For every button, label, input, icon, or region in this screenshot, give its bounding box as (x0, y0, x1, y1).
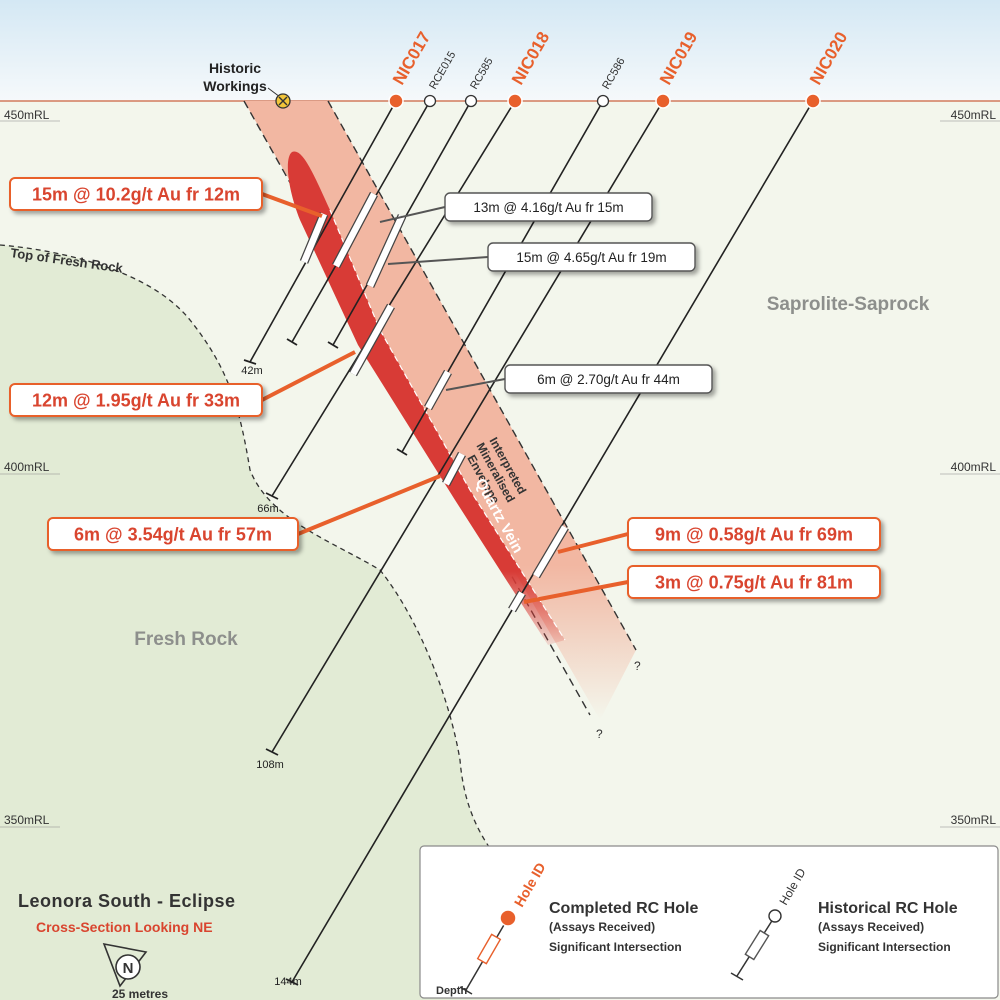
intersection-segment (509, 591, 525, 612)
callout-box (9, 383, 263, 417)
rl-label-450-right: 450mRL (951, 108, 997, 122)
hole-end-tick (265, 748, 279, 756)
rl-label-400-left: 400mRL (4, 460, 50, 474)
hole-collar-icon (464, 94, 478, 108)
hole-collar-icon (655, 93, 671, 109)
hole-depth-label: 42m (241, 365, 262, 377)
hole-end-tick (265, 492, 279, 500)
historic-workings-icon (275, 93, 291, 109)
callout-text: 6m @ 3.54g/t Au fr 57m (74, 524, 272, 544)
hole-depth-label: 108m (256, 759, 284, 771)
intersection-segment (425, 370, 451, 410)
quartz-vein-edge (329, 209, 566, 641)
legend-completed-hole-icon (499, 909, 517, 927)
legend-historical-sig: Significant Intersection (818, 940, 951, 954)
intersection-callout: 9m @ 0.58g/t Au fr 69m (557, 517, 881, 554)
intersection-callout: 15m @ 10.2g/t Au fr 12m (9, 177, 323, 218)
intersection-callout: 6m @ 3.54g/t Au fr 57m (47, 474, 441, 551)
legend-historical-sub: (Assays Received) (818, 920, 924, 934)
hole-end-tick (243, 359, 257, 365)
callout-leader (523, 580, 629, 604)
callout-box (9, 177, 263, 211)
rl-label-400-right: 400mRL (951, 460, 997, 474)
legend-completed-sub: (Assays Received) (549, 920, 655, 934)
callout-box (627, 517, 881, 551)
sky (0, 0, 1000, 101)
callout-text: 15m @ 4.65g/t Au fr 19m (516, 250, 666, 265)
callout-box (444, 192, 653, 222)
callout-leader (557, 532, 629, 554)
callout-text: 3m @ 0.75g/t Au fr 81m (655, 572, 853, 592)
hole-collar-icon (423, 94, 437, 108)
hole-end-tick (285, 978, 299, 986)
callout-leader (445, 378, 506, 391)
intersection-callout: 15m @ 4.65g/t Au fr 19m (387, 242, 696, 272)
callout-box (47, 517, 299, 551)
legend-historical-hole-icon (768, 909, 782, 923)
intersection-callout: 12m @ 1.95g/t Au fr 33m (9, 350, 356, 417)
legend-historical-intersection (744, 929, 770, 961)
intersection-callout: 6m @ 2.70g/t Au fr 44m (445, 364, 713, 394)
fresh-rock-label: Fresh Rock (134, 629, 238, 650)
section-title: Leonora South - Eclipse (18, 891, 236, 911)
callout-leader (297, 474, 441, 536)
callout-leader (387, 256, 489, 265)
historic-workings-label-2: Workings (203, 78, 267, 94)
legend-historical-title: Historical RC Hole (818, 900, 958, 917)
callout-box (627, 565, 881, 599)
hole-collar-icon (805, 93, 821, 109)
rl-label-350-right: 350mRL (951, 813, 997, 827)
callout-box (504, 364, 713, 394)
legend-box (419, 845, 999, 999)
hole-end-tick (327, 341, 339, 349)
legend-completed-sig: Significant Intersection (549, 940, 682, 954)
hole-depth-label: 66m (257, 503, 278, 515)
intersection-callout: 3m @ 0.75g/t Au fr 81m (523, 565, 881, 604)
intersection-segment (367, 214, 405, 288)
hole-end-tick (286, 338, 298, 346)
envelope-boundary-right (327, 100, 637, 651)
callout-leader (261, 350, 356, 402)
callout-leader (379, 206, 446, 223)
legend: Hole ID Completed RC Hole (Assays Receiv… (419, 845, 999, 999)
intersection-segment (443, 452, 465, 486)
envelope-question-mark-left: ? (596, 727, 603, 741)
rl-guides (0, 120, 1000, 828)
hole-collar-icon (388, 93, 404, 109)
saprolite-label: Saprolite-Saprock (767, 294, 930, 315)
callout-text: 6m @ 2.70g/t Au fr 44m (537, 372, 680, 387)
callout-text: 13m @ 4.16g/t Au fr 15m (473, 200, 623, 215)
fresh-rock-zone (0, 245, 560, 1000)
intersection-segment (533, 525, 568, 578)
quartz-vein (287, 151, 565, 645)
north-label: N (123, 960, 134, 977)
historic-workings-label-1: Historic (209, 60, 261, 76)
hole-trace (249, 100, 397, 363)
intersection-labels: 15m @ 10.2g/t Au fr 12m 13m @ 4.16g/t Au … (9, 177, 881, 604)
legend-completed-intersection (476, 933, 502, 965)
scale-label: 25 metres (112, 987, 168, 1000)
callout-text: 9m @ 0.58g/t Au fr 69m (655, 524, 853, 544)
intersection-segment (350, 304, 394, 376)
intersection-segment (333, 192, 377, 268)
rl-label-450-left: 450mRL (4, 108, 50, 122)
hole-collar-icon (507, 93, 523, 109)
envelope-question-mark-right: ? (634, 659, 641, 673)
rl-label-350-left: 350mRL (4, 813, 50, 827)
hole-end-tick (396, 448, 408, 456)
hole-depth-label: 144m (274, 976, 302, 988)
north-arrow-icon (102, 942, 148, 988)
legend-completed-title: Completed RC Hole (549, 900, 698, 917)
hole-trace (271, 100, 516, 497)
hole-collar-icon (596, 94, 610, 108)
callout-text: 15m @ 10.2g/t Au fr 12m (32, 184, 240, 204)
intersection-segment (301, 212, 327, 264)
callout-text: 12m @ 1.95g/t Au fr 33m (32, 390, 240, 410)
intersection-callout: 13m @ 4.16g/t Au fr 15m (379, 192, 653, 223)
section-subtitle: Cross-Section Looking NE (36, 919, 213, 935)
callout-box (487, 242, 696, 272)
legend-depth: Depth (436, 985, 467, 997)
callout-leader (261, 192, 323, 218)
